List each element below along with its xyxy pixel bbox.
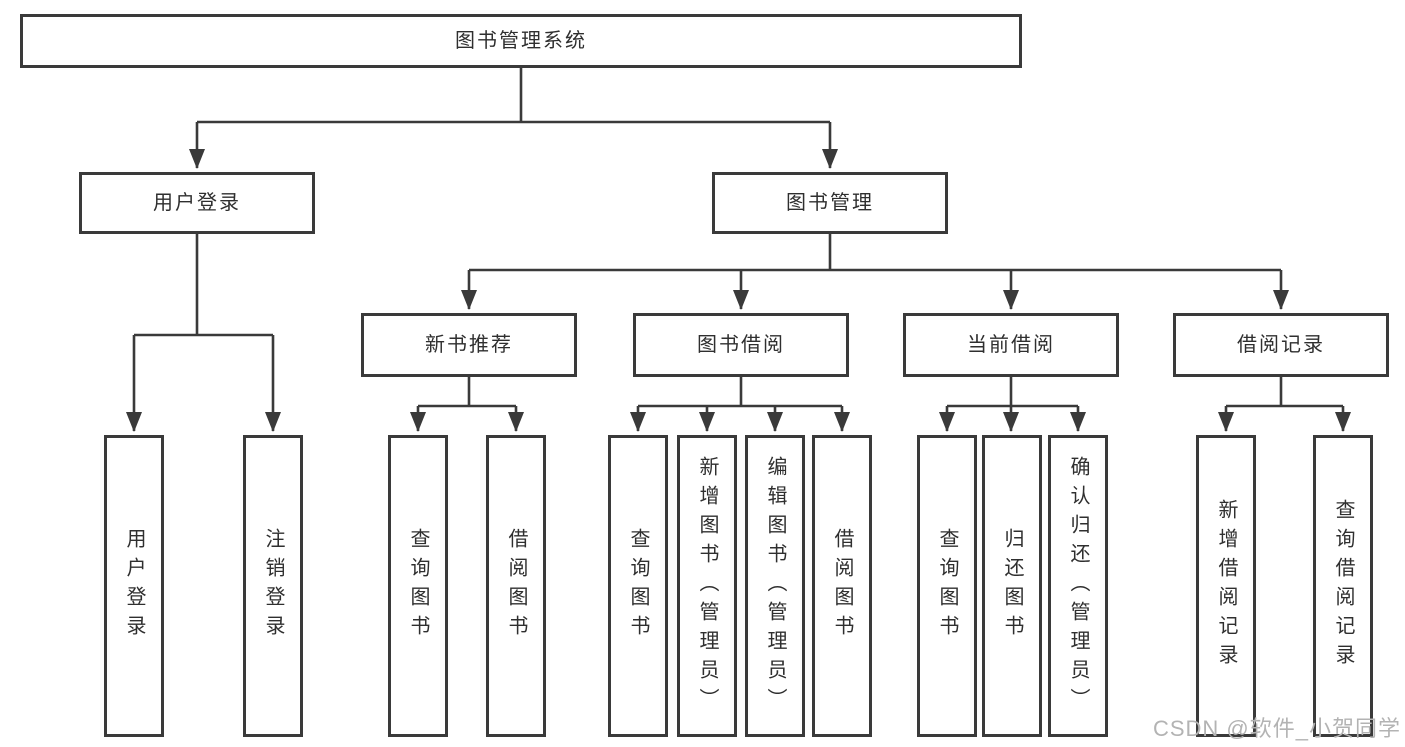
node-label: 当前借阅	[967, 334, 1055, 356]
node-label: 借阅图书	[505, 528, 527, 644]
leaf-edit-book-admin: 编辑图书（管理员）	[745, 435, 805, 737]
node-label: 注销登录	[262, 528, 284, 644]
node-label: 借阅记录	[1237, 334, 1325, 356]
leaf-return-book: 归还图书	[982, 435, 1042, 737]
node-root: 图书管理系统	[20, 14, 1022, 68]
node-borrowing-records: 借阅记录	[1173, 313, 1389, 377]
leaf-query-books-recommend: 查询图书	[388, 435, 448, 737]
node-label: 查询借阅记录	[1332, 499, 1354, 673]
node-label: 确认归还（管理员）	[1067, 455, 1089, 717]
leaf-borrow-books-borrowing: 借阅图书	[812, 435, 872, 737]
node-label: 用户登录	[153, 192, 241, 214]
leaf-add-borrow-record: 新增借阅记录	[1196, 435, 1256, 737]
node-label: 图书管理系统	[455, 30, 587, 52]
node-current-borrowing: 当前借阅	[903, 313, 1119, 377]
node-label: 图书管理	[786, 192, 874, 214]
node-label: 新增借阅记录	[1215, 499, 1237, 673]
leaf-user-login: 用户登录	[104, 435, 164, 737]
node-label: 新增图书（管理员）	[696, 455, 718, 717]
node-label: 新书推荐	[425, 334, 513, 356]
leaf-confirm-return-admin: 确认归还（管理员）	[1048, 435, 1108, 737]
csdn-watermark: CSDN @软件_小贺同学	[1152, 716, 1401, 741]
leaf-borrow-books-recommend: 借阅图书	[486, 435, 546, 737]
leaf-query-borrow-record: 查询借阅记录	[1313, 435, 1373, 737]
node-label: 查询图书	[407, 528, 429, 644]
leaf-query-books-current: 查询图书	[917, 435, 977, 737]
node-user-login: 用户登录	[79, 172, 315, 234]
node-label: 编辑图书（管理员）	[764, 455, 786, 717]
node-label: 查询图书	[627, 528, 649, 644]
leaf-logout: 注销登录	[243, 435, 303, 737]
leaf-query-books-borrowing: 查询图书	[608, 435, 668, 737]
node-book-borrowing: 图书借阅	[633, 313, 849, 377]
node-label: 图书借阅	[697, 334, 785, 356]
node-label: 查询图书	[936, 528, 958, 644]
node-label: 归还图书	[1001, 528, 1023, 644]
node-book-management: 图书管理	[712, 172, 948, 234]
node-label: 用户登录	[123, 528, 145, 644]
node-new-book-recommendation: 新书推荐	[361, 313, 577, 377]
leaf-add-book-admin: 新增图书（管理员）	[677, 435, 737, 737]
node-label: 借阅图书	[831, 528, 853, 644]
